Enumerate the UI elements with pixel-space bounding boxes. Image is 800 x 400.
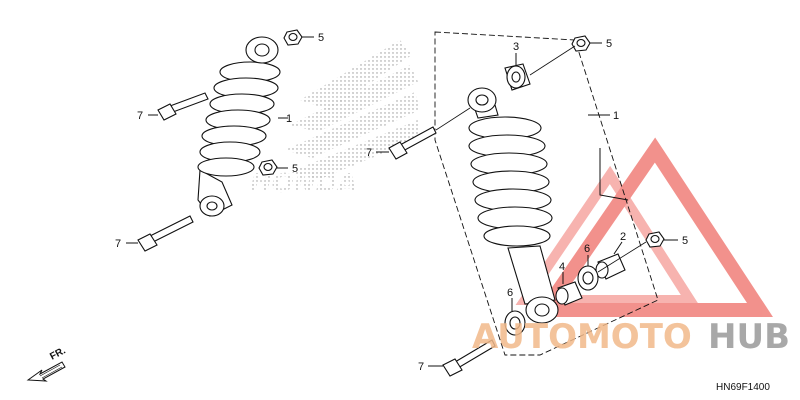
right-lower-nut [645,231,665,248]
right-spring [468,116,553,247]
left-top-bolt [157,92,209,121]
honda-wing-logo: HONDA [250,40,420,199]
callout-left-7-top: 7 [137,110,143,122]
callout-right-2: 2 [620,231,626,243]
callout-right-1: 1 [613,110,619,122]
callout-left-5-top: 5 [318,32,324,44]
callout-left-5-mid: 5 [292,163,298,175]
right-collar-4 [555,281,583,306]
left-bottom-bolt [137,215,194,252]
callout-right-7-bottom: 7 [418,361,424,373]
callout-right-6-upper: 6 [584,243,590,255]
left-spring [197,61,281,177]
right-mid-bolt [388,126,437,160]
front-direction-indicator: FR. [26,345,68,382]
callout-labels: 5 1 7 5 7 3 5 1 7 2 5 6 4 6 7 [115,32,688,373]
right-top-nut [571,35,591,52]
callout-right-6-lower: 6 [507,287,513,299]
watermark-triangles [515,137,773,317]
callout-right-3: 3 [513,41,519,53]
watermark-hub: HUB [708,317,790,357]
right-leader-lines [376,42,678,367]
front-label: FR. [48,345,68,362]
callout-right-5-top: 5 [606,38,612,50]
right-bottom-bolt [442,339,496,377]
right-bushing-3 [504,63,531,91]
callout-right-7-mid: 7 [366,147,372,159]
right-collar-2 [595,253,626,280]
callout-right-4: 4 [559,261,565,273]
left-mid-nut [258,159,278,176]
left-top-nut [283,29,303,46]
callout-left-1: 1 [286,113,292,125]
left-leader-lines [126,36,314,244]
right-bearing-6-lower [504,310,526,336]
watermark-text: AUTOMOTO HUB [472,317,790,357]
left-shock-absorber [137,29,303,252]
diagram-code: HN69F1400 [716,382,770,393]
callout-left-7-bottom: 7 [115,238,121,250]
right-bearing-6-upper [577,265,599,291]
watermark-automoto: AUTOMOTO [472,317,692,357]
right-shock-absorber [388,31,665,377]
callout-right-5-lower: 5 [682,235,688,247]
